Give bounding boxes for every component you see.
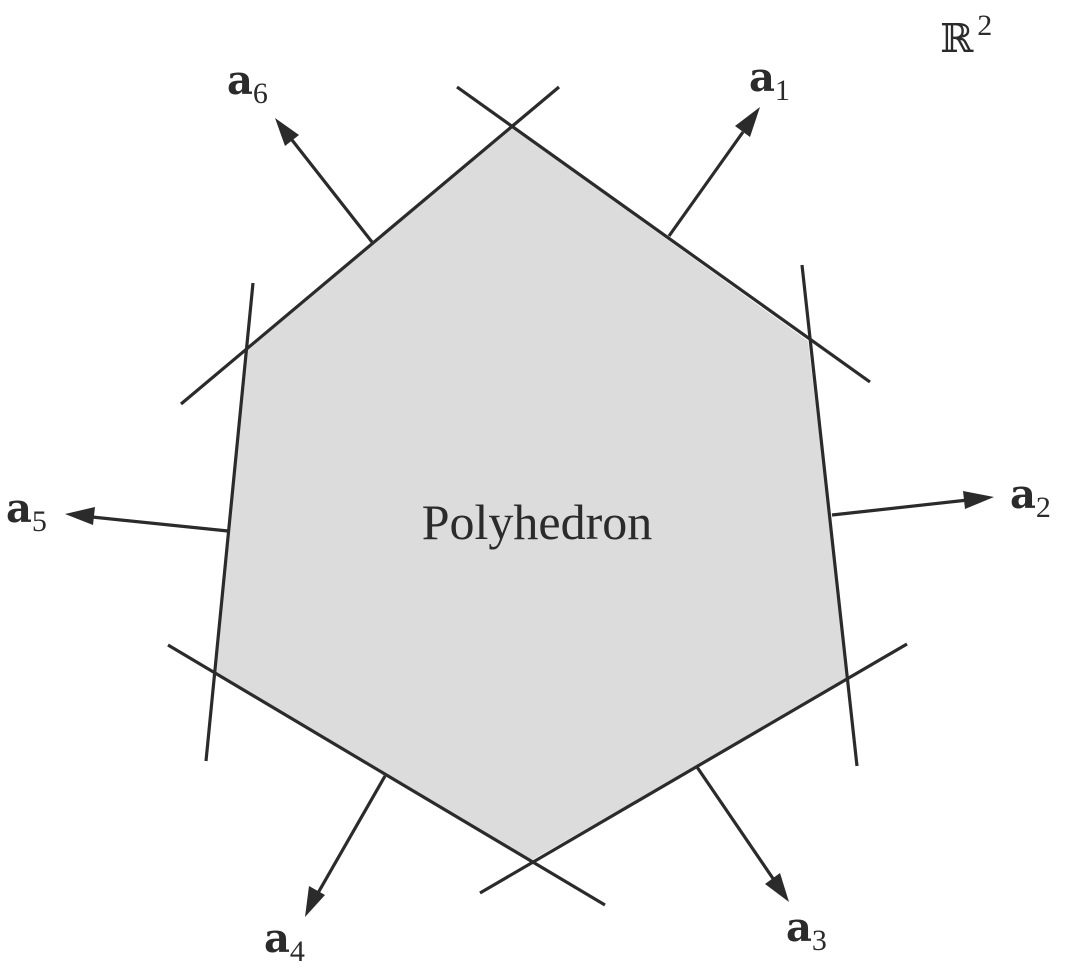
normal-label-a1: a1 [749,54,790,107]
halfspace-boundary-4 [167,643,606,907]
normal-arrow-a1 [667,107,760,237]
normal-label-a6: a6 [227,57,268,110]
space-symbol: ℝ [940,16,974,62]
normal-arrow-a6 [275,118,374,243]
halfspace-boundary-3 [479,642,908,895]
space-exponent: 2 [977,9,992,42]
normal-arrow-a2 [831,491,994,517]
polyhedron-region [214,127,848,860]
normal-label-a4: a4 [264,915,305,968]
normal-label-a2: a2 [1010,471,1051,524]
space-label: ℝ 2 [940,9,992,62]
normal-arrow-a3 [695,766,789,902]
halfspace-boundary-2 [800,264,859,767]
halfspace-boundary-5 [204,282,255,762]
halfspace-boundary-6 [179,85,561,406]
normal-label-a5: a5 [6,485,47,538]
polyhedron-label: Polyhedron [422,494,653,550]
normal-arrow-a4 [305,775,387,917]
halfspace-boundary-1 [456,85,871,384]
normal-label-a3: a3 [786,904,827,957]
normal-arrow-a5 [65,507,229,533]
